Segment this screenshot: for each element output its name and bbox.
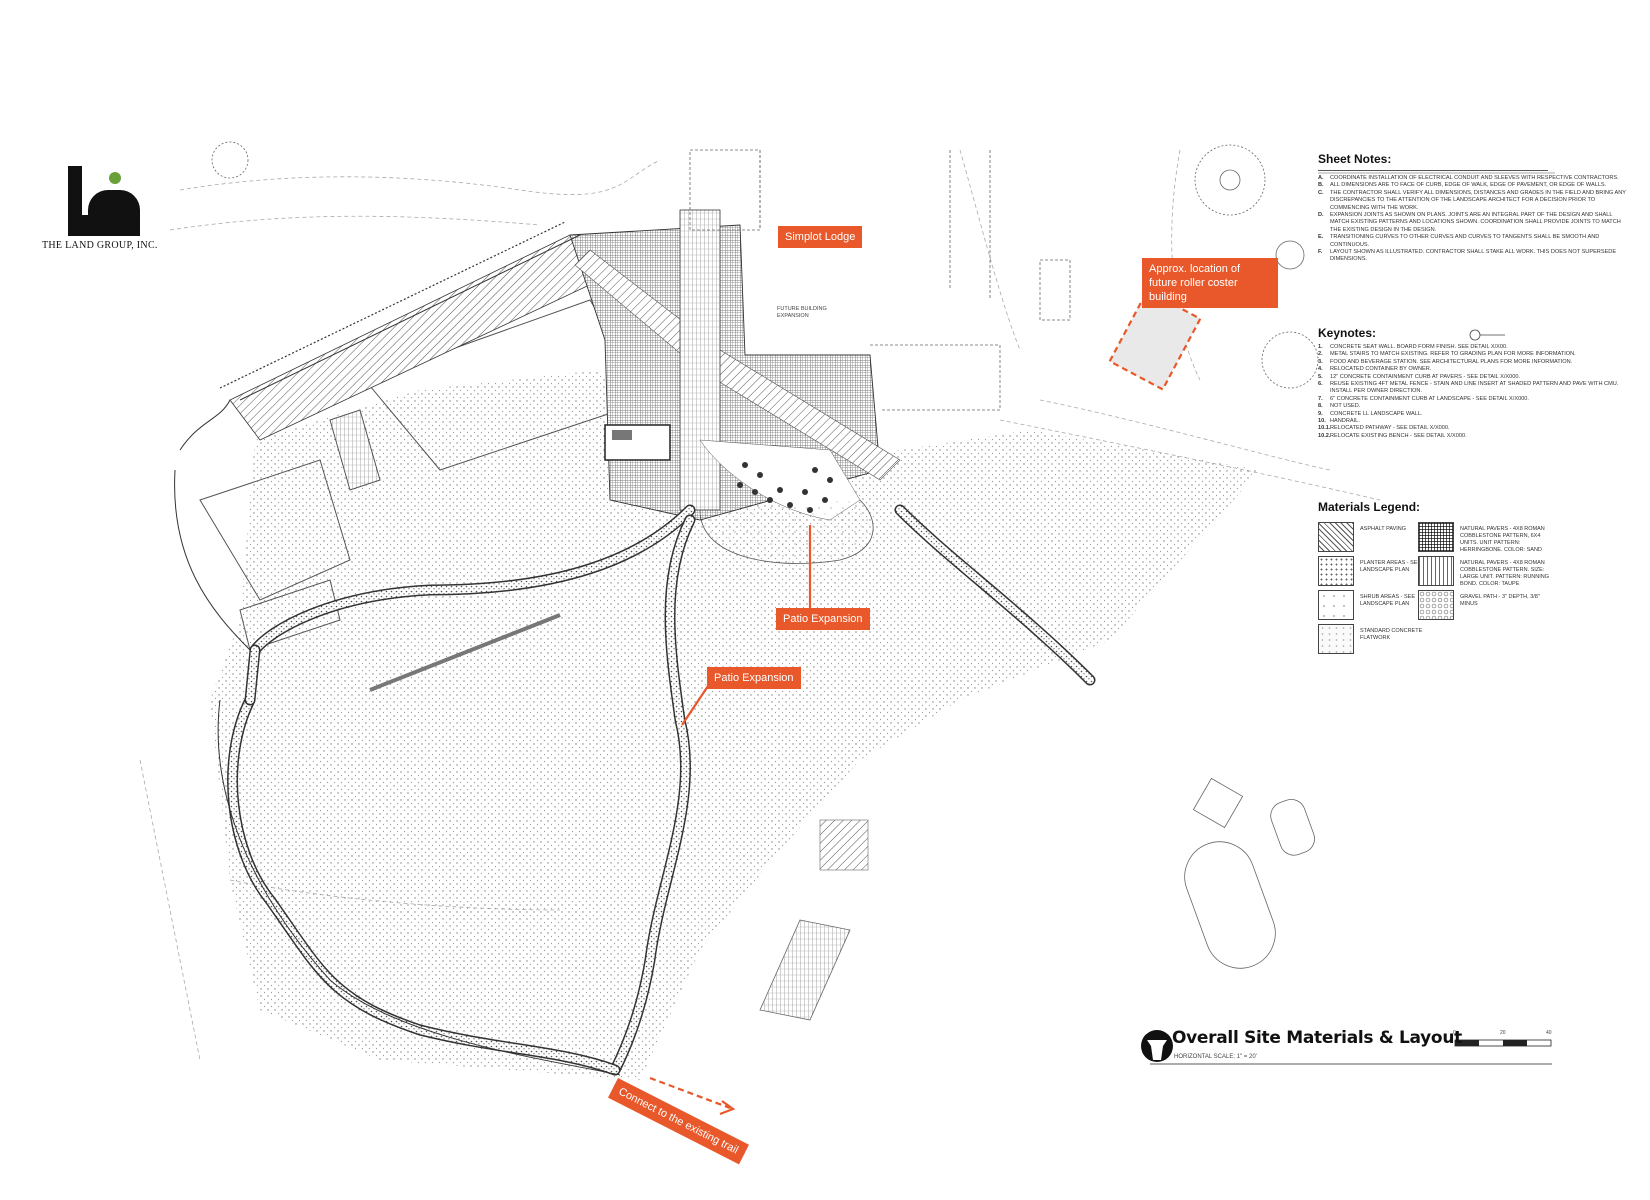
swatch-circles [1418,590,1454,620]
swatch-concrete [1318,624,1354,654]
sheet-note-item: A.Coordinate installation of electrical … [1318,175,1619,181]
sheet-title: Overall Site Materials & Layout [1172,1028,1462,1048]
swatch-crosshatch [1418,522,1454,552]
keynote-item: 2.Metal stairs to match existing. Refer … [1318,351,1576,358]
sheet-note-item: E.Transitioning curves to other curves a… [1318,234,1600,248]
keynotes: Keynotes: 1.Concrete seat wall. Board fo… [1318,326,1628,440]
keynote-item: 3.Food and beverage station. See archite… [1318,358,1573,365]
swatch-vertical [1418,556,1454,586]
materials-legend: Materials Legend: ASPHALT PAVING PLANTER… [1318,500,1628,654]
swatch-diagonal [1318,522,1354,552]
keynote-item: 1.Concrete seat wall. Board form finish.… [1318,344,1508,350]
future-building-label: FUTURE BUILDING EXPANSION [777,306,827,319]
keynote-item: 5.12" concrete containment curb at paver… [1318,373,1521,380]
sheet-notes: Sheet Notes: A.Coordinate installation o… [1318,152,1628,264]
keynote-item: 6.Reuse existing 4ft metal fence - stain… [1318,381,1619,395]
keynote-item: 9.Concrete ll landscape wall. [1318,410,1423,417]
callout-patio-expansion-2: Patio Expansion [707,667,801,689]
keynote-item: 10.2.Relocate existing bench - see detai… [1318,432,1467,439]
sheet-note-item: D.Expansion joints as shown on plans. Jo… [1318,212,1621,233]
scale-mark: 0 [1453,1030,1456,1036]
scale-text: HORIZONTAL SCALE: 1" = 20' [1174,1054,1257,1060]
keynote-item: 10.1.Relocated pathway - see detail X/X0… [1318,425,1450,432]
swatch-dots [1318,556,1354,586]
sheet-note-item: B.All dimensions are to face of curb, ed… [1318,182,1607,189]
scale-bar [1454,1039,1552,1047]
callout-roller-coaster-building: Approx. location of future roller coster… [1142,258,1278,308]
lodge-plaza [569,209,901,564]
north-arrow-small-icon [1469,329,1505,341]
keynote-item: 4.Relocated container by owner. [1318,366,1432,373]
perimeter-lines [174,234,621,1076]
keynote-item: 7.6" concrete containment curb at landsc… [1318,395,1529,402]
materials-legend-title: Materials Legend: [1318,500,1421,514]
swatch-sparse-dots [1318,590,1354,620]
keynotes-title: Keynotes: [1318,326,1377,340]
north-arrow-icon [1141,1030,1173,1062]
keynote-item: 10.Handrail. [1318,418,1360,425]
company-logo-mark [68,166,140,236]
callout-patio-expansion-1: Patio Expansion [776,608,870,630]
planting-area [210,370,1260,1080]
lodge-building-outline [689,149,1071,411]
keynote-item: 8.Not used. [1318,403,1361,410]
company-name: THE LAND GROUP, INC. [42,240,158,251]
scale-mark: 40 [1546,1030,1552,1036]
sheet-note-item: C.The contractor shall verify all dimens… [1318,189,1626,211]
scale-mark: 20 [1500,1030,1506,1036]
trees [211,141,1319,1021]
sheet-note-item: F.Layout shown as illustrated. Contracto… [1318,249,1617,263]
callout-simplot-lodge: Simplot Lodge [778,226,863,248]
sheet-notes-title: Sheet Notes: [1318,152,1392,166]
